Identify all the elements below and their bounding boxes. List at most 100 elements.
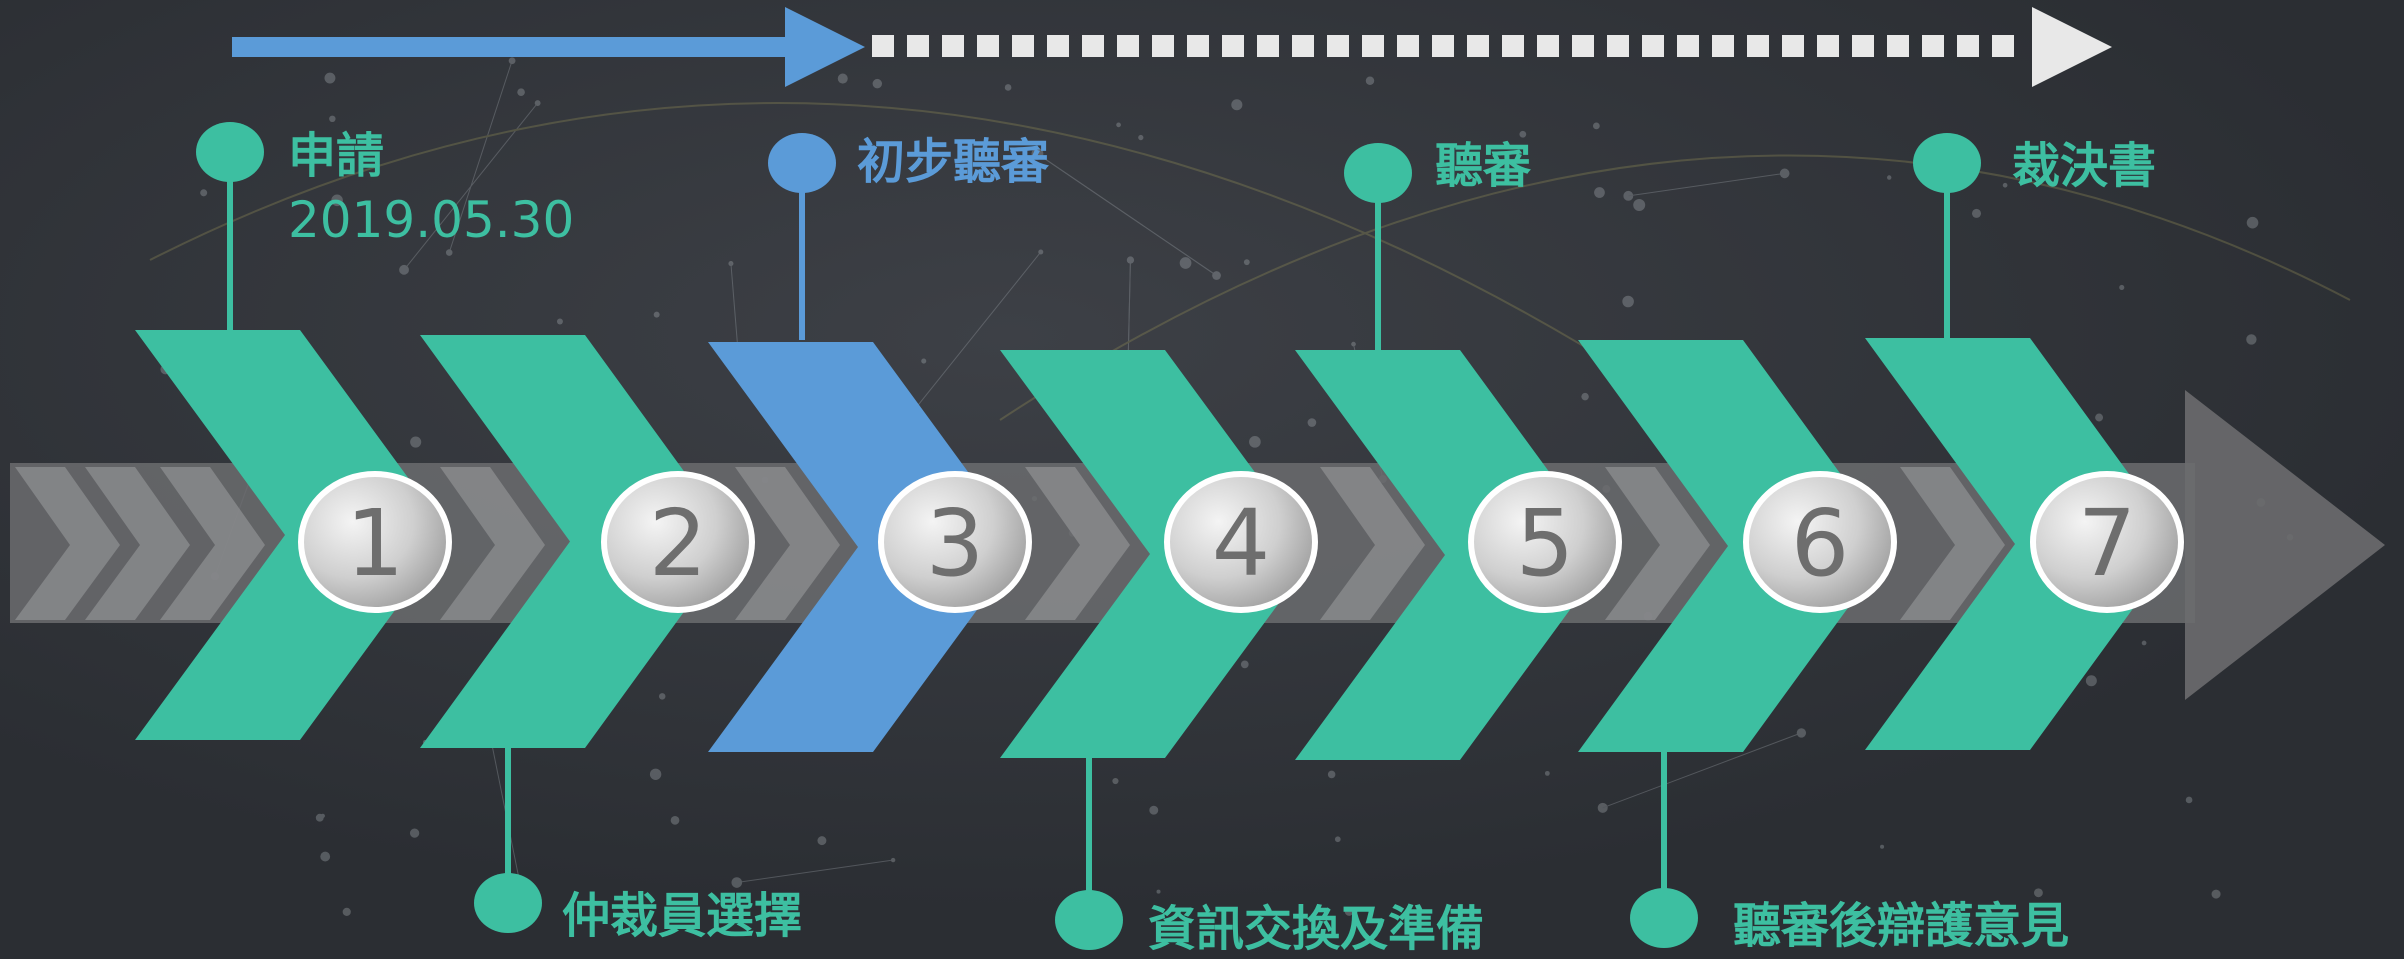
network-node [200, 189, 208, 197]
network-line [403, 102, 539, 271]
progress-dot [977, 35, 999, 57]
network-node [1175, 909, 1180, 914]
step-1-label: 申請 [288, 128, 384, 184]
step-2-label: 仲裁員選擇 [562, 888, 802, 944]
progress-solid-arrow-shaft [232, 37, 792, 57]
progress-dot [1432, 35, 1454, 57]
band-chevron [160, 467, 265, 620]
network-background [149, 57, 2351, 916]
network-node [2127, 147, 2134, 154]
network-node [342, 907, 351, 916]
network-node [1156, 889, 1161, 894]
network-line [1037, 153, 1217, 276]
step-5-number: 5 [1516, 490, 1575, 597]
progress-dot [1642, 35, 1664, 57]
network-node [1581, 392, 1589, 401]
network-line [736, 859, 894, 884]
network-node [653, 311, 660, 318]
network-node [2085, 675, 2097, 687]
network-node [728, 261, 734, 267]
progress-dot [1817, 35, 1839, 57]
progress-dot [1362, 35, 1384, 57]
progress-dotted-line [872, 35, 2014, 57]
progress-dot [1712, 35, 1734, 57]
network-node [2002, 182, 2008, 188]
step-7-number: 7 [2078, 490, 2137, 597]
network-node [1116, 122, 1121, 128]
network-node [1231, 99, 1243, 111]
network-node [817, 836, 827, 846]
step-3-number: 3 [926, 490, 985, 597]
step-4-marker-dot [1055, 890, 1123, 950]
network-node [1544, 770, 1550, 776]
progress-dot [1397, 35, 1419, 57]
network-node [1038, 249, 1044, 255]
progress-dot [872, 35, 894, 57]
band-chevron [1900, 467, 2005, 620]
step-4-number: 4 [1212, 490, 1271, 597]
network-node [324, 72, 336, 84]
network-line [906, 251, 1042, 420]
step-4-chevron [1000, 350, 1315, 758]
progress-dot [1782, 35, 1804, 57]
network-node [890, 857, 896, 863]
network-node [1887, 175, 1892, 180]
progress-dot [1922, 35, 1944, 57]
network-node [1594, 187, 1605, 198]
progress-dot [1012, 35, 1034, 57]
progress-dot [907, 35, 929, 57]
network-node [1351, 341, 1356, 347]
step-2-marker-dot [474, 873, 542, 933]
network-node [2246, 216, 2259, 229]
progress-dot [1152, 35, 1174, 57]
step-1-badge [298, 471, 452, 613]
step-1-date: 2019.05.30 [288, 191, 574, 249]
step-6-label: 聽審後辯護意見 [1733, 898, 2069, 954]
network-node [556, 318, 563, 325]
progress-dot [1082, 35, 1104, 57]
step-7-badge [2030, 471, 2184, 613]
progress-dot [1187, 35, 1209, 57]
network-node [1031, 147, 1044, 160]
network-node [2095, 413, 2104, 422]
progress-dot [1887, 35, 1909, 57]
progress-dot [1852, 35, 1874, 57]
step-4-badge [1164, 471, 1318, 613]
progress-dot [1747, 35, 1769, 57]
network-arc [149, 102, 1701, 421]
network-node [921, 358, 927, 364]
network-node [731, 877, 743, 888]
band-chevron [735, 467, 840, 620]
step-1-marker-dot [196, 122, 264, 182]
step-6-badge [1743, 471, 1897, 613]
progress-dot [1292, 35, 1314, 57]
network-node [410, 436, 422, 448]
step-5-marker-dot [1344, 143, 1412, 203]
network-node [1307, 418, 1317, 427]
band-chevron [1320, 467, 1425, 620]
network-line [1037, 153, 1217, 276]
step-2-number: 2 [649, 490, 708, 597]
network-node [2141, 640, 2147, 646]
progress-dot [1537, 35, 1559, 57]
step-3-marker-dot [768, 133, 836, 193]
step-3-badge [878, 471, 1032, 613]
network-node [2119, 284, 2125, 291]
band-chevron [1605, 467, 1710, 620]
band-chevron [440, 467, 545, 620]
network-node [2033, 888, 2043, 898]
progress-dot [942, 35, 964, 57]
progress-dot [1992, 35, 2014, 57]
network-node [2211, 889, 2221, 899]
network-node [1334, 836, 1341, 843]
network-node [1243, 259, 1250, 266]
step-2-badge [601, 471, 755, 613]
network-node [1519, 130, 1527, 138]
step-chevrons [135, 330, 2180, 760]
step-4-label: 資訊交換及準備 [1148, 901, 1484, 957]
network-node [1971, 208, 1982, 218]
network-node [331, 194, 343, 207]
network-node [399, 264, 409, 275]
progress-dot [1222, 35, 1244, 57]
step-1-chevron [135, 330, 450, 740]
